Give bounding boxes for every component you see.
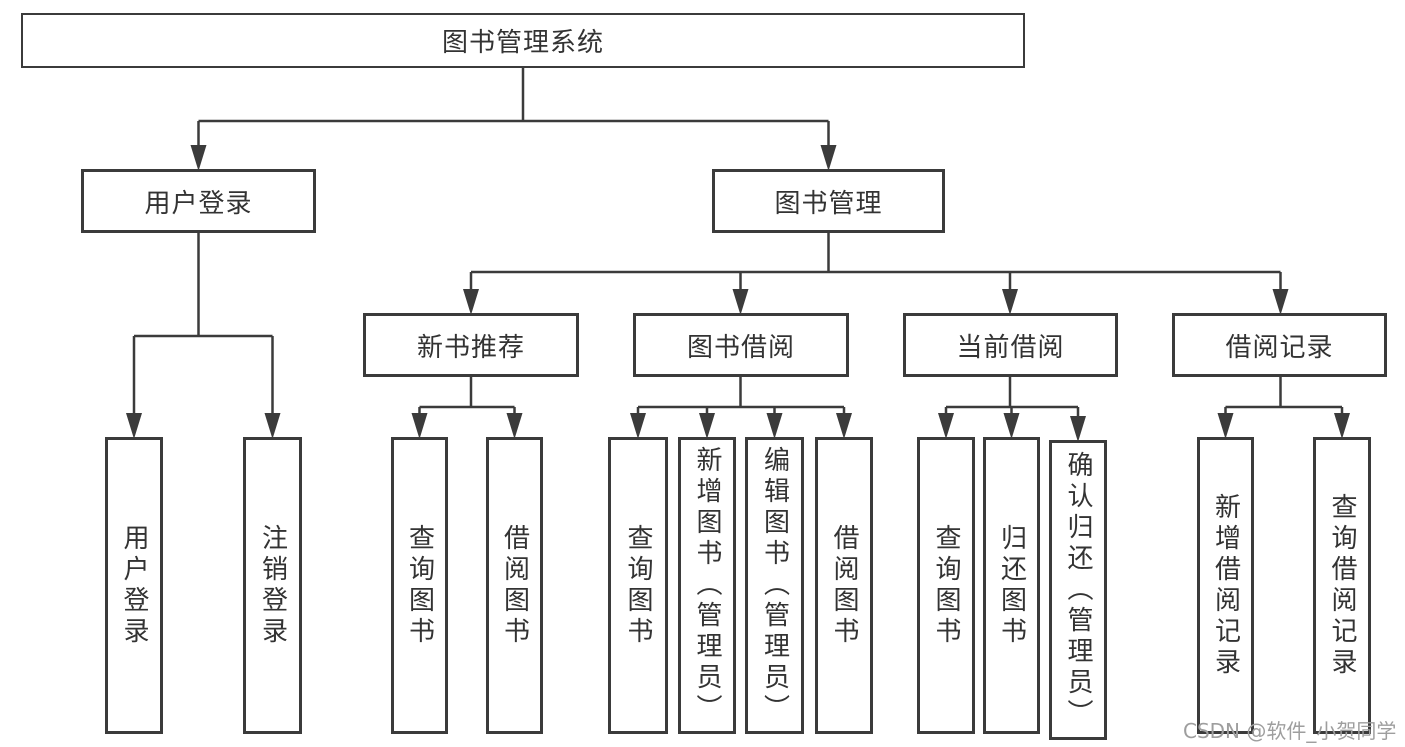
csdn-watermark: CSDN @软件_小贺同学 <box>1183 719 1397 743</box>
leaf-add-books-admin: 新增图书（管理员） <box>678 437 736 734</box>
leaf-add-books-admin-label: 新增图书（管理员） <box>692 446 722 725</box>
node-book-management-label: 图书管理 <box>774 188 883 219</box>
leaf-user-login: 用户登录 <box>105 437 163 734</box>
leaf-borrow-books-recommend: 借阅图书 <box>486 437 543 734</box>
node-library-system-label: 图书管理系统 <box>441 28 604 58</box>
leaf-edit-books-admin-label: 编辑图书（管理员） <box>759 446 790 725</box>
leaf-query-books-current-label: 查询图书 <box>931 523 961 648</box>
leaf-borrow-books-label: 借阅图书 <box>829 523 859 648</box>
node-book-borrowing-label: 图书借阅 <box>686 332 795 363</box>
leaf-confirm-return-admin: 确认归还（管理员） <box>1049 440 1107 740</box>
node-borrowing-records-label: 借阅记录 <box>1225 332 1334 363</box>
node-current-borrowing-label: 当前借阅 <box>956 332 1065 363</box>
node-new-book-recommendation: 新书推荐 <box>363 313 579 377</box>
leaf-user-login-label: 用户登录 <box>119 523 149 648</box>
leaf-query-books-current: 查询图书 <box>917 437 975 734</box>
leaf-query-borrow-record: 查询借阅记录 <box>1313 437 1371 734</box>
node-new-book-recommendation-label: 新书推荐 <box>416 332 525 363</box>
leaf-edit-books-admin: 编辑图书（管理员） <box>745 437 804 734</box>
connector-path <box>132 68 1344 418</box>
leaf-query-books-recommend: 查询图书 <box>391 437 448 734</box>
leaf-logout-login: 注销登录 <box>243 437 302 734</box>
leaf-logout-login-label: 注销登录 <box>257 523 288 648</box>
node-library-system: 图书管理系统 <box>21 13 1025 68</box>
leaf-query-books-recommend-label: 查询图书 <box>404 523 435 648</box>
leaf-query-books-borrowing: 查询图书 <box>608 437 668 734</box>
leaf-query-borrow-record-label: 查询借阅记录 <box>1327 492 1357 679</box>
leaf-return-books-label: 归还图书 <box>996 523 1027 648</box>
arrowheads <box>126 145 1350 442</box>
leaf-borrow-books-recommend-label: 借阅图书 <box>499 523 530 648</box>
leaf-add-borrow-record-label: 新增借阅记录 <box>1210 492 1241 679</box>
node-current-borrowing: 当前借阅 <box>903 313 1118 377</box>
leaf-query-books-borrowing-label: 查询图书 <box>623 523 653 648</box>
leaf-confirm-return-admin-label: 确认归还（管理员） <box>1063 450 1093 730</box>
node-user-login: 用户登录 <box>81 169 316 233</box>
leaf-borrow-books: 借阅图书 <box>815 437 873 734</box>
leaf-return-books: 归还图书 <box>983 437 1040 734</box>
node-borrowing-records: 借阅记录 <box>1172 313 1387 377</box>
node-user-login-label: 用户登录 <box>144 188 253 219</box>
node-book-management: 图书管理 <box>712 169 945 233</box>
node-book-borrowing: 图书借阅 <box>633 313 849 377</box>
leaf-add-borrow-record: 新增借阅记录 <box>1197 437 1254 734</box>
